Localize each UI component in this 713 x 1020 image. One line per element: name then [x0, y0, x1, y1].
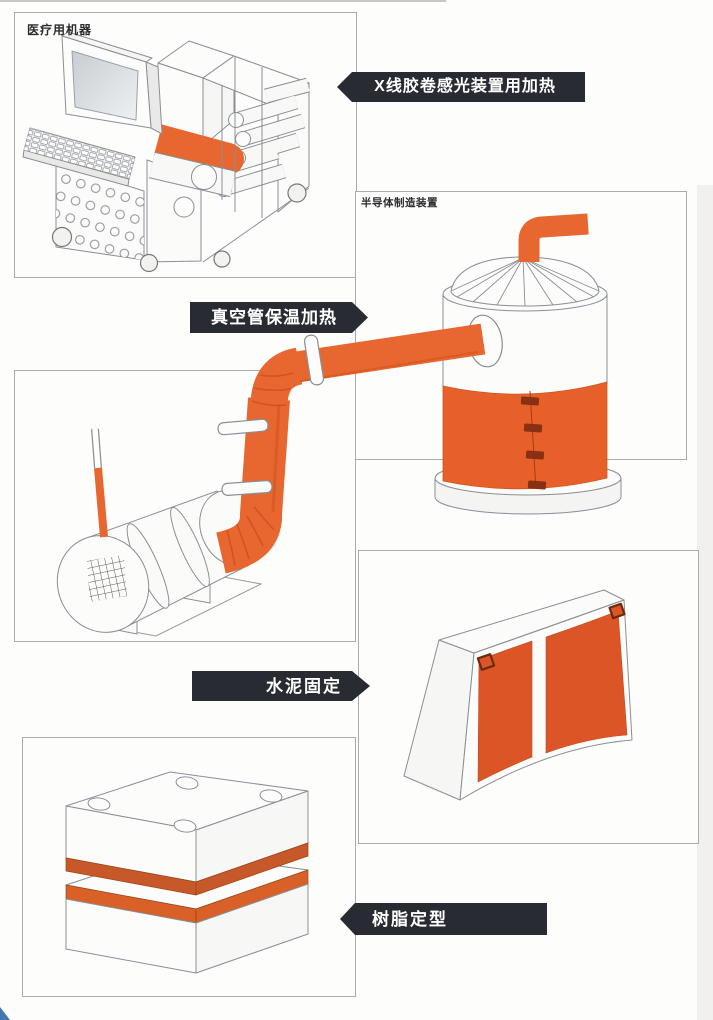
monitor — [61, 31, 163, 135]
cement-panel-illustration — [403, 589, 633, 801]
resin-mold-illustration — [65, 771, 309, 974]
semiconductor-label: 半导体制造装置 — [361, 197, 438, 209]
corner-mark — [0, 1007, 10, 1020]
vacuum-pipe-illustration — [215, 323, 486, 574]
casters — [51, 183, 307, 273]
heater-mat-left — [477, 640, 533, 783]
banner-vacuum-label: 真空管保温加热 — [211, 308, 337, 327]
keyboard — [22, 127, 136, 187]
scan-edge-line — [0, 0, 446, 2]
pump-tank-illustration — [56, 428, 267, 637]
semiconductor-vessel-illustration — [434, 213, 622, 515]
banner-cement-fixing: 水泥固定 — [192, 671, 370, 701]
pipe-clamps — [217, 334, 325, 496]
heater-band — [442, 381, 608, 490]
banner-resin-forming: 树脂定型 — [340, 903, 547, 935]
band-fasteners — [520, 396, 547, 490]
dome — [450, 256, 600, 307]
bolt-holes — [87, 776, 283, 833]
banner-vacuum-pipe-heating: 真空管保温加热 — [190, 302, 368, 333]
pipe-ribs — [226, 372, 294, 567]
banner-cement-label: 水泥固定 — [266, 676, 342, 696]
medical-machine-label: 医疗用机器 — [27, 23, 93, 37]
scan-edge-shade — [697, 185, 713, 1020]
banner-resin-label: 树脂定型 — [372, 909, 448, 929]
medical-machine-illustration — [22, 31, 310, 273]
heater-mat-right — [545, 610, 628, 754]
small-heated-pipe — [94, 467, 108, 538]
banner-xray-film-heating: X线胶卷感光装置用加热 — [337, 72, 585, 102]
banner-xray-label: X线胶卷感光装置用加热 — [374, 78, 556, 95]
dome-ribs — [450, 257, 600, 307]
mesh-grille — [87, 555, 127, 602]
vent-pipe — [518, 213, 589, 262]
